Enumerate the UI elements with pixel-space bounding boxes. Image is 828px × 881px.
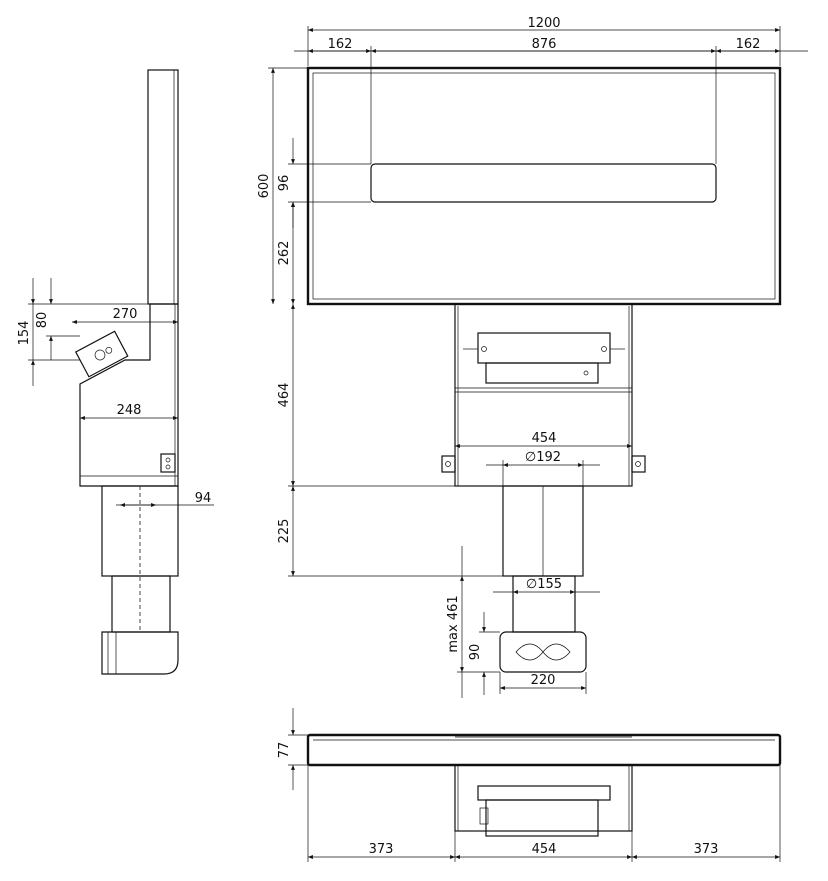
side-panel (147, 69, 179, 305)
mounting-plate (477, 332, 611, 364)
dim-body-464: 464 (277, 383, 292, 408)
mounting-bracket (485, 362, 599, 384)
dim-outlet-192: ∅192 (525, 450, 561, 465)
top-body (454, 764, 633, 832)
top-plate (485, 799, 599, 837)
dim-bottom-373-left: 373 (369, 842, 394, 857)
dim-right-offset: 162 (736, 37, 761, 52)
dim-side-270: 270 (113, 307, 138, 322)
dim-side-248: 248 (117, 403, 142, 418)
dim-height-262: 262 (277, 241, 292, 266)
dim-overall-width: 1200 (527, 16, 560, 31)
dim-body-width-454: 454 (532, 431, 557, 446)
flat-adapter (499, 631, 587, 673)
dim-side-154: 154 (17, 321, 32, 346)
left-lug (441, 455, 456, 473)
dim-flat-220: 220 (531, 673, 556, 688)
front-view: 1200 162 876 162 600 96 262 464 225 (257, 16, 808, 698)
side-small-duct (111, 575, 171, 633)
dim-outlet-155: ∅155 (526, 577, 562, 592)
side-connector (74, 330, 129, 378)
light-strip (370, 163, 717, 203)
dim-flat-90: 90 (468, 644, 483, 661)
dim-duct-225: 225 (277, 519, 292, 544)
side-view: 154 80 270 248 94 (17, 69, 214, 675)
dim-height-600: 600 (257, 174, 272, 199)
right-lug (631, 455, 646, 473)
dim-left-offset: 162 (328, 37, 353, 52)
top-view: 77 373 454 373 (277, 708, 782, 862)
front-panel (306, 66, 782, 306)
side-elbow (101, 631, 179, 675)
top-panel (306, 733, 782, 767)
dim-height-96: 96 (277, 175, 292, 192)
dim-max-461: max 461 (446, 595, 461, 652)
dim-bottom-373-right: 373 (694, 842, 719, 857)
top-bracket (477, 785, 611, 801)
side-body (79, 303, 179, 487)
front-panel-inner (312, 72, 776, 300)
dim-top-77: 77 (277, 742, 292, 759)
dim-bottom-454: 454 (532, 842, 557, 857)
dim-side-94: 94 (195, 491, 212, 506)
side-lug (160, 453, 176, 473)
dim-center-width: 876 (532, 37, 557, 52)
dim-side-80: 80 (35, 312, 50, 329)
